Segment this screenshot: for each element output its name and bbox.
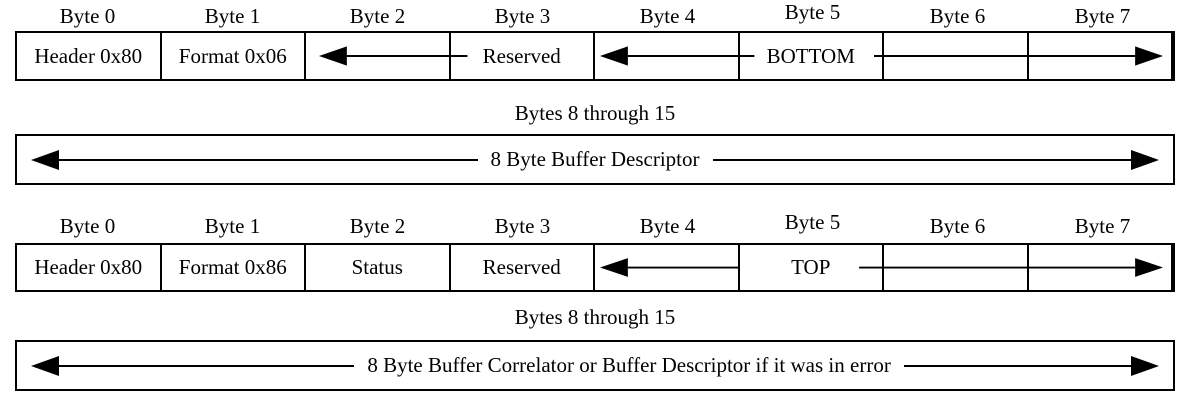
cell-arrow-span <box>1029 245 1173 290</box>
byte-label: Byte 6 <box>929 214 986 238</box>
right-arrowhead-icon <box>1131 355 1159 376</box>
byte-label: Byte 0 <box>59 214 116 238</box>
cell-arrow-span <box>1029 33 1173 79</box>
arrow-line <box>59 364 355 367</box>
byte-label: Byte 6 <box>929 4 986 28</box>
cell-arrow-span <box>884 33 1029 79</box>
buffer-correlator-box: 8 Byte Buffer Correlator or Buffer Descr… <box>15 340 1175 391</box>
arrow-line <box>712 158 1132 161</box>
cell-top: TOP <box>740 245 884 290</box>
left-arrowhead-icon <box>31 149 59 170</box>
byte-label: Byte 4 <box>639 214 696 238</box>
right-arrowhead-icon <box>1131 149 1160 170</box>
wide-box-label: 8 Byte Buffer Correlator or Buffer Descr… <box>367 353 891 377</box>
byte-label: Byte 2 <box>349 4 406 28</box>
cell-reserved: Reserved <box>451 33 595 79</box>
cell-header-0x80: Header 0x80 <box>17 245 162 290</box>
byte-label: Byte 5 <box>784 0 841 24</box>
byte-label: Byte 1 <box>204 4 261 28</box>
arrow-line <box>903 364 1131 367</box>
cell-format-0x86: Format 0x86 <box>162 245 306 290</box>
cell-reserved: Reserved <box>451 245 595 290</box>
byte-label-row-2: Byte 0 Byte 1 Byte 2 Byte 3 Byte 4 Byte … <box>15 210 1175 239</box>
buffer-descriptor-box: 8 Byte Buffer Descriptor <box>15 134 1175 185</box>
byte-label: Byte 2 <box>349 214 406 238</box>
byte-label: Byte 3 <box>494 214 551 238</box>
cell-header-0x80: Header 0x80 <box>17 33 162 79</box>
cell-arrow-span <box>884 245 1029 290</box>
cell-arrow-span <box>595 245 740 290</box>
byte-table-2: Header 0x80 Format 0x86 Status Reserved … <box>15 243 1175 292</box>
cell-arrow-span <box>595 33 740 79</box>
byte-label: Byte 3 <box>494 4 551 28</box>
byte-label-row-1: Byte 0 Byte 1 Byte 2 Byte 3 Byte 4 Byte … <box>15 0 1175 29</box>
wide-box-label: 8 Byte Buffer Descriptor <box>490 147 700 171</box>
byte-label: Byte 5 <box>784 210 841 234</box>
bytes-8-15-caption: Bytes 8 through 15 <box>514 101 676 125</box>
left-arrowhead-icon <box>31 355 59 376</box>
byte-label: Byte 4 <box>639 4 696 28</box>
cell-format-0x06: Format 0x06 <box>162 33 306 79</box>
cell-status: Status <box>306 245 451 290</box>
byte-label: Byte 1 <box>204 214 261 238</box>
byte-label: Byte 7 <box>1074 4 1131 28</box>
arrow-line <box>59 158 478 161</box>
byte-table-1: Header 0x80 Format 0x06 Reserved BOTTOM <box>15 31 1175 81</box>
cell-bottom: BOTTOM <box>740 33 884 79</box>
byte-label: Byte 7 <box>1074 214 1131 238</box>
byte-label: Byte 0 <box>59 4 116 28</box>
bytes-8-15-caption: Bytes 8 through 15 <box>514 305 676 329</box>
cell-arrow-span <box>306 33 451 79</box>
